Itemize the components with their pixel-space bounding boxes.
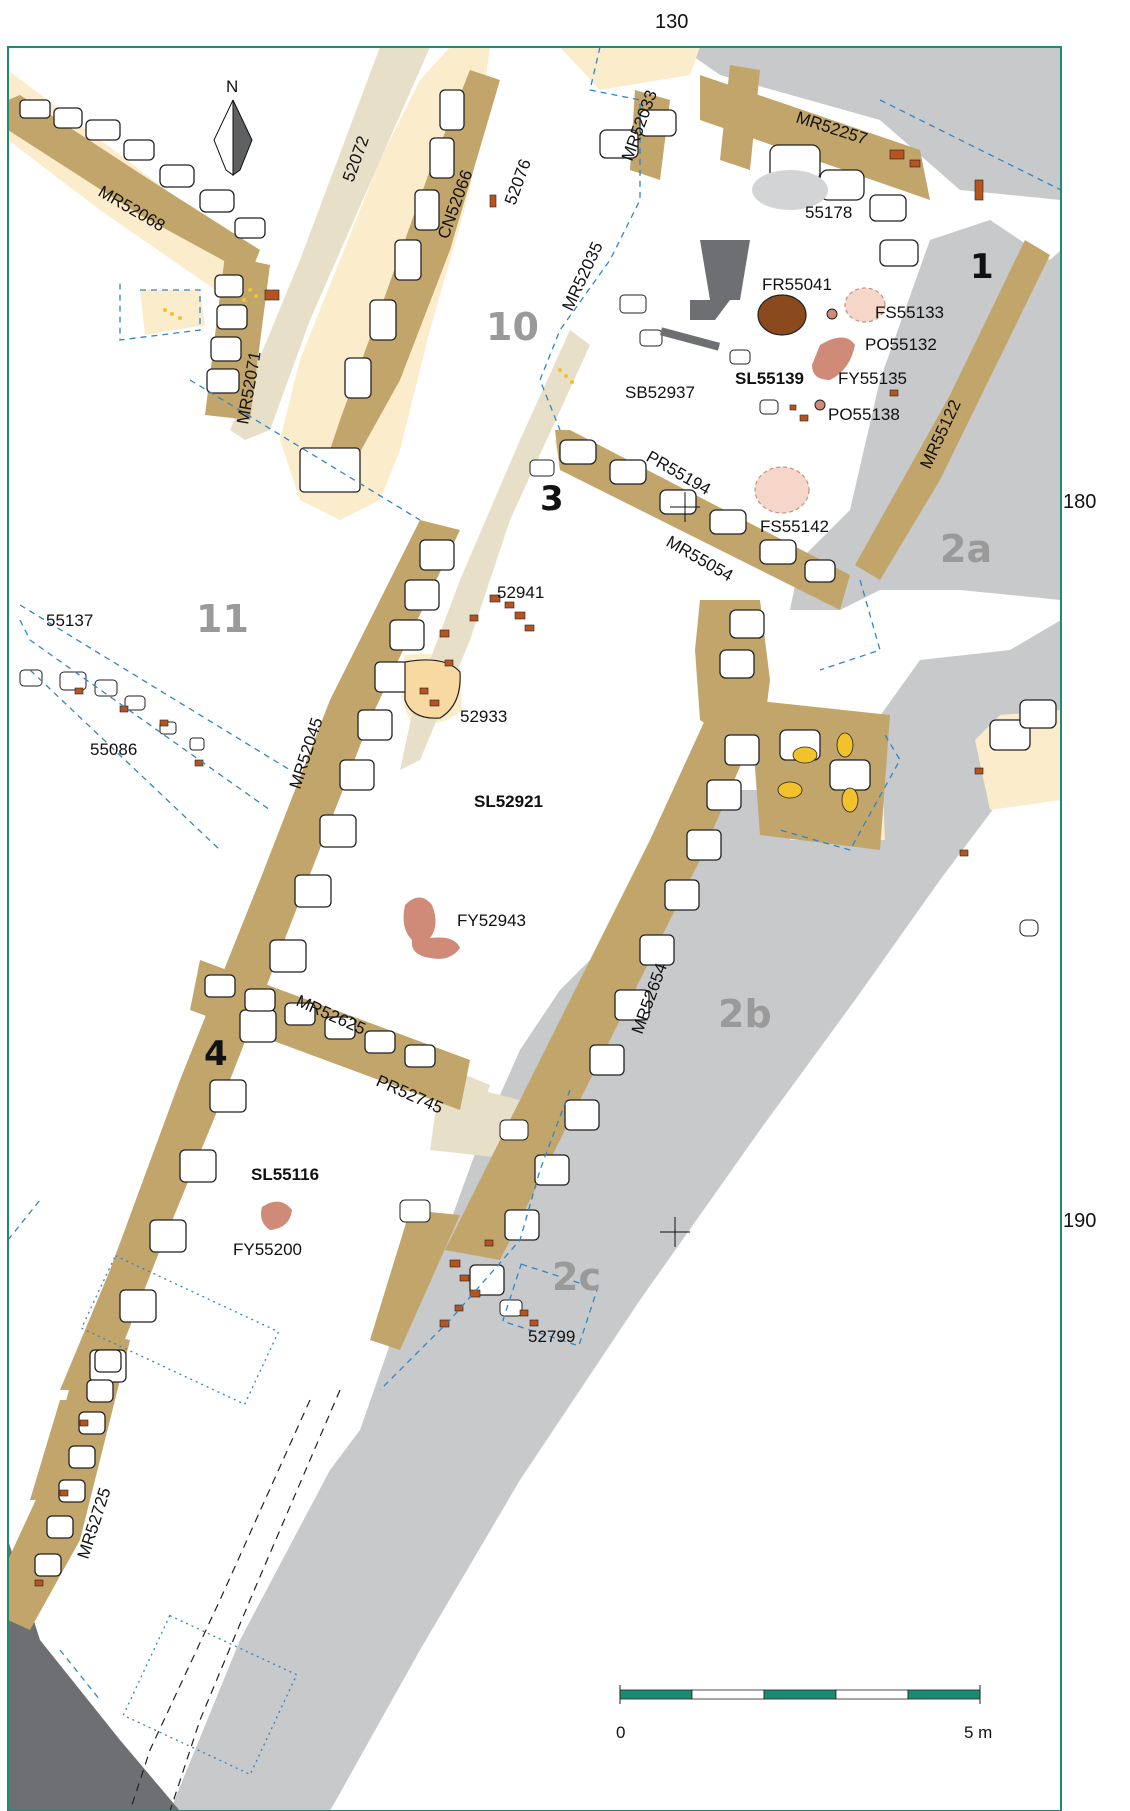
area-2b: 2b <box>718 992 772 1036</box>
area-2a: 2a <box>940 527 992 571</box>
grey-stain-55178 <box>752 170 828 210</box>
grid-label-top: 130 <box>655 11 688 33</box>
area-10: 10 <box>486 305 539 349</box>
pit-fs55142 <box>754 466 810 514</box>
grid-cross <box>660 492 700 1247</box>
label-55086: 55086 <box>90 740 137 759</box>
label-sl55116: SL55116 <box>251 1165 319 1184</box>
stain-fy55200 <box>261 1201 292 1230</box>
posthole-po55132 <box>826 308 838 320</box>
scale-start: 0 <box>616 1723 625 1742</box>
label-fs55133: FS55133 <box>875 303 944 322</box>
label-52933: 52933 <box>460 707 507 726</box>
label-52799: 52799 <box>528 1327 575 1346</box>
label-fy55200: FY55200 <box>233 1240 302 1259</box>
scale-end: 5 m <box>964 1723 992 1742</box>
scale-bar: 0 5 m <box>616 1685 992 1742</box>
label-55178: 55178 <box>805 203 852 222</box>
yellow-dots <box>163 288 574 384</box>
label-52941: 52941 <box>497 583 544 602</box>
excavation-limits <box>7 46 1062 1776</box>
grid-label-right-lower: 190 <box>1063 1210 1096 1232</box>
hearth-fr55041 <box>757 294 807 336</box>
north-arrow: N <box>213 77 253 176</box>
label-sb52937: SB52937 <box>625 383 695 402</box>
dark-zone-southwest <box>8 1540 180 1811</box>
stain-fy55135 <box>812 337 855 380</box>
label-sl52921: SL52921 <box>474 792 543 811</box>
label-fy52943: FY52943 <box>457 911 526 930</box>
label-sl55139: SL55139 <box>735 369 804 388</box>
label-po55132: PO55132 <box>865 335 937 354</box>
area-11: 11 <box>196 597 249 641</box>
area-2c: 2c <box>552 1255 601 1299</box>
label-55137: 55137 <box>46 611 93 630</box>
reconstructed-wall-lines <box>129 1389 341 1811</box>
pit-fs55133 <box>844 287 886 323</box>
room-4: 4 <box>204 1034 228 1074</box>
unexcavated-zone-east <box>170 47 1061 1811</box>
label-fs55142: FS55142 <box>760 517 829 536</box>
grid-label-right-upper: 180 <box>1063 491 1096 513</box>
label-po55138: PO55138 <box>828 405 900 424</box>
dark-slabs <box>659 240 750 351</box>
label-fy55135: FY55135 <box>838 369 907 388</box>
room-1: 1 <box>970 247 994 287</box>
label-fr55041: FR55041 <box>762 275 832 294</box>
stain-fy52943 <box>403 897 460 959</box>
sherd-clusters <box>34 149 984 1587</box>
map-frame <box>7 46 1062 1811</box>
posthole-po55138 <box>814 399 826 411</box>
north-label: N <box>226 77 238 96</box>
stones <box>19 89 1057 1577</box>
pit-52933 <box>404 659 461 719</box>
room-3: 3 <box>540 479 564 519</box>
yellow-traces <box>777 732 859 813</box>
